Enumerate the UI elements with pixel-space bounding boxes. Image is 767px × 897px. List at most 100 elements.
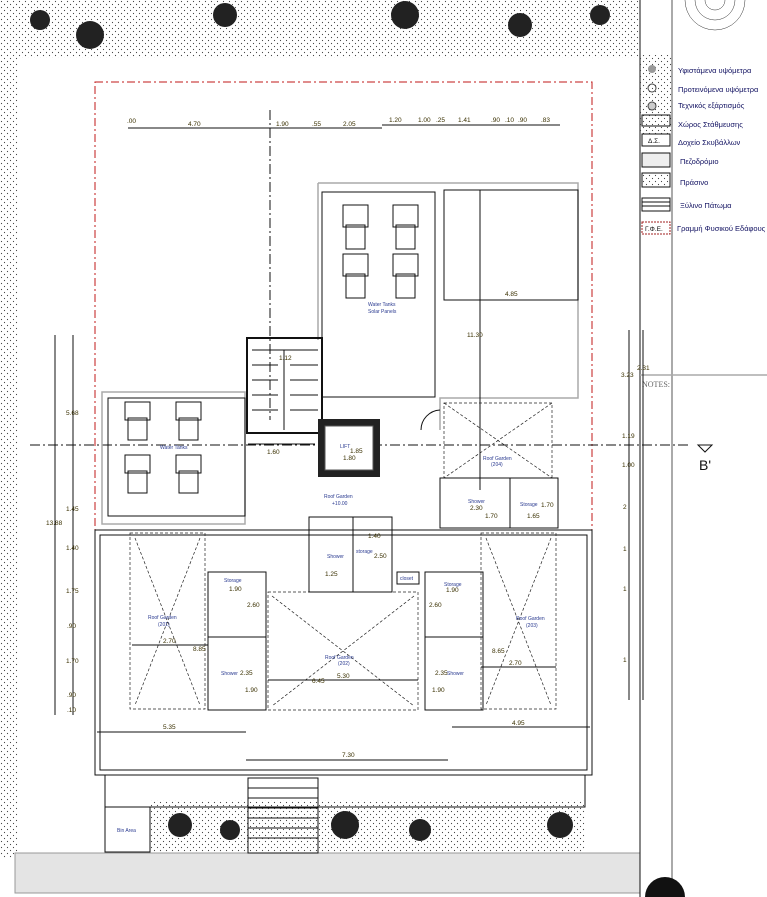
dim-label: 1.20 bbox=[389, 117, 402, 124]
legend-label: Δοχείο Σκυβάλλων bbox=[678, 138, 741, 147]
dim-label: 1 bbox=[623, 586, 627, 593]
room-label: Roof Garden bbox=[325, 655, 354, 661]
stair-treads bbox=[252, 349, 318, 430]
dim-label: .10 bbox=[67, 707, 76, 714]
room-label: Shower bbox=[221, 671, 238, 677]
legend-label: Γραμμή Φυσικού Εδάφους bbox=[677, 224, 766, 233]
dim-label: 1.90 bbox=[432, 687, 445, 694]
dim-label: 1.70 bbox=[66, 658, 79, 665]
dim-label: 1.90 bbox=[245, 687, 258, 694]
room-label: Roof Garden bbox=[324, 494, 353, 500]
water-tanks-solar-area bbox=[321, 191, 436, 398]
room-label: Solar Panels bbox=[368, 309, 397, 315]
dim-label: .55 bbox=[312, 121, 321, 128]
green-icon bbox=[641, 172, 671, 188]
lift-car[interactable] bbox=[324, 425, 374, 471]
room-label: (202) bbox=[338, 661, 350, 667]
dim-label: 4.85 bbox=[505, 291, 518, 298]
left-storage-shower-block bbox=[207, 571, 267, 711]
plant-icons bbox=[30, 1, 610, 841]
staircase[interactable] bbox=[246, 337, 323, 434]
legend-label: Πράσινο bbox=[680, 178, 708, 187]
dim-label: 5.30 bbox=[337, 673, 350, 680]
legend-label: Υφιστάμενα υψόμετρα bbox=[678, 66, 752, 75]
dim-label: 1.25 bbox=[325, 571, 338, 578]
dim-label: 2.05 bbox=[343, 121, 356, 128]
water-tanks bbox=[124, 401, 202, 494]
dim-label: 1.85 bbox=[350, 448, 363, 455]
dim-label: 4.70 bbox=[188, 121, 201, 128]
dim-label: 2.31 bbox=[637, 365, 650, 372]
front-wall bbox=[104, 774, 586, 808]
legend-label: Προτεινόμενα υψόμετρα bbox=[678, 85, 759, 94]
green-area-top bbox=[0, 0, 640, 58]
lower-building-outline bbox=[94, 529, 593, 776]
room-label: Storage bbox=[520, 502, 538, 508]
right-storage-shower-block bbox=[424, 571, 484, 711]
roof-garden-201 bbox=[129, 532, 206, 710]
dim-label: 1.70 bbox=[541, 502, 554, 509]
roof-garden-202 bbox=[267, 591, 419, 711]
room-label: closet bbox=[400, 576, 414, 582]
dim-label: .83 bbox=[541, 117, 550, 124]
dim-label: .90 bbox=[518, 117, 527, 124]
dim-label: 13.88 bbox=[46, 520, 63, 527]
north-marker bbox=[645, 877, 685, 897]
entrance-stairs[interactable] bbox=[247, 777, 319, 854]
dim-label: 1 bbox=[623, 546, 627, 553]
notes-label: NOTES: bbox=[642, 380, 670, 389]
level-label: +10.00 bbox=[332, 501, 348, 507]
wooden-floor-icon bbox=[641, 197, 671, 212]
dim-label: .00 bbox=[127, 118, 136, 125]
center-shower-storage bbox=[308, 516, 393, 593]
dim-label: 5.68 bbox=[66, 410, 79, 417]
top-dimensions: .00 4.70 1.90 .55 2.05 1.20 1.00 .25 1.4… bbox=[127, 117, 550, 128]
dim-label: .25 bbox=[436, 117, 445, 124]
lower-building-inner bbox=[99, 534, 588, 771]
dim-label: 1.60 bbox=[267, 449, 280, 456]
dim-label: 2 bbox=[623, 504, 627, 511]
room-label: Storage bbox=[444, 582, 462, 588]
door-swing[interactable] bbox=[420, 409, 441, 431]
dim-label: 3.23 bbox=[621, 372, 634, 379]
right-dimensions: 2.31 3.23 1.19 1.00 2 1 1 1 bbox=[621, 365, 650, 664]
dim-label: 1.12 bbox=[279, 355, 292, 362]
room-label: Shower bbox=[468, 499, 485, 505]
dim-label: 1 bbox=[623, 657, 627, 664]
dim-label: 6.45 bbox=[312, 678, 325, 685]
dim-label: 1.00 bbox=[622, 462, 635, 469]
dim-label: 1.40 bbox=[368, 533, 381, 540]
section-marker-icon bbox=[696, 444, 714, 453]
dim-label: 2.70 bbox=[509, 660, 522, 667]
dim-label: 8.65 bbox=[492, 648, 505, 655]
section-marker-label: B' bbox=[699, 457, 711, 473]
water-tanks-area bbox=[101, 391, 246, 525]
green-area-left bbox=[0, 58, 18, 858]
natural-ground-line bbox=[94, 81, 593, 776]
dim-label: .90 bbox=[67, 623, 76, 630]
dim-label: 1.80 bbox=[343, 455, 356, 462]
dim-label: 5.35 bbox=[163, 724, 176, 731]
legend-label: Χώρος Στάθμευσης bbox=[678, 120, 743, 129]
room-label: Water Tanks bbox=[160, 445, 188, 451]
parking-icon bbox=[641, 114, 671, 127]
dim-label: 1.45 bbox=[66, 506, 79, 513]
dim-label: 11.30 bbox=[467, 332, 483, 339]
dim-label: 1.90 bbox=[446, 587, 459, 594]
legend-symbol: Γ.Φ.Ε. bbox=[645, 226, 663, 233]
existing-level-icon bbox=[648, 65, 656, 73]
lift-label: LIFT bbox=[340, 444, 350, 450]
bin-area bbox=[104, 806, 151, 853]
dim-label: 1.90 bbox=[229, 586, 242, 593]
room-label: Bin Area bbox=[117, 828, 136, 834]
room-label: Shower bbox=[447, 671, 464, 677]
solar-panels bbox=[342, 204, 419, 299]
legend-label: Πεζοδρόμιο bbox=[680, 157, 719, 166]
ground-line-icon bbox=[641, 221, 671, 235]
dim-label: 2.50 bbox=[374, 553, 387, 560]
room-label: Storage bbox=[224, 578, 242, 584]
room-label: storage bbox=[356, 549, 373, 555]
roof-garden-204-cross bbox=[443, 402, 553, 479]
room-label: Roof Garden bbox=[483, 456, 512, 462]
